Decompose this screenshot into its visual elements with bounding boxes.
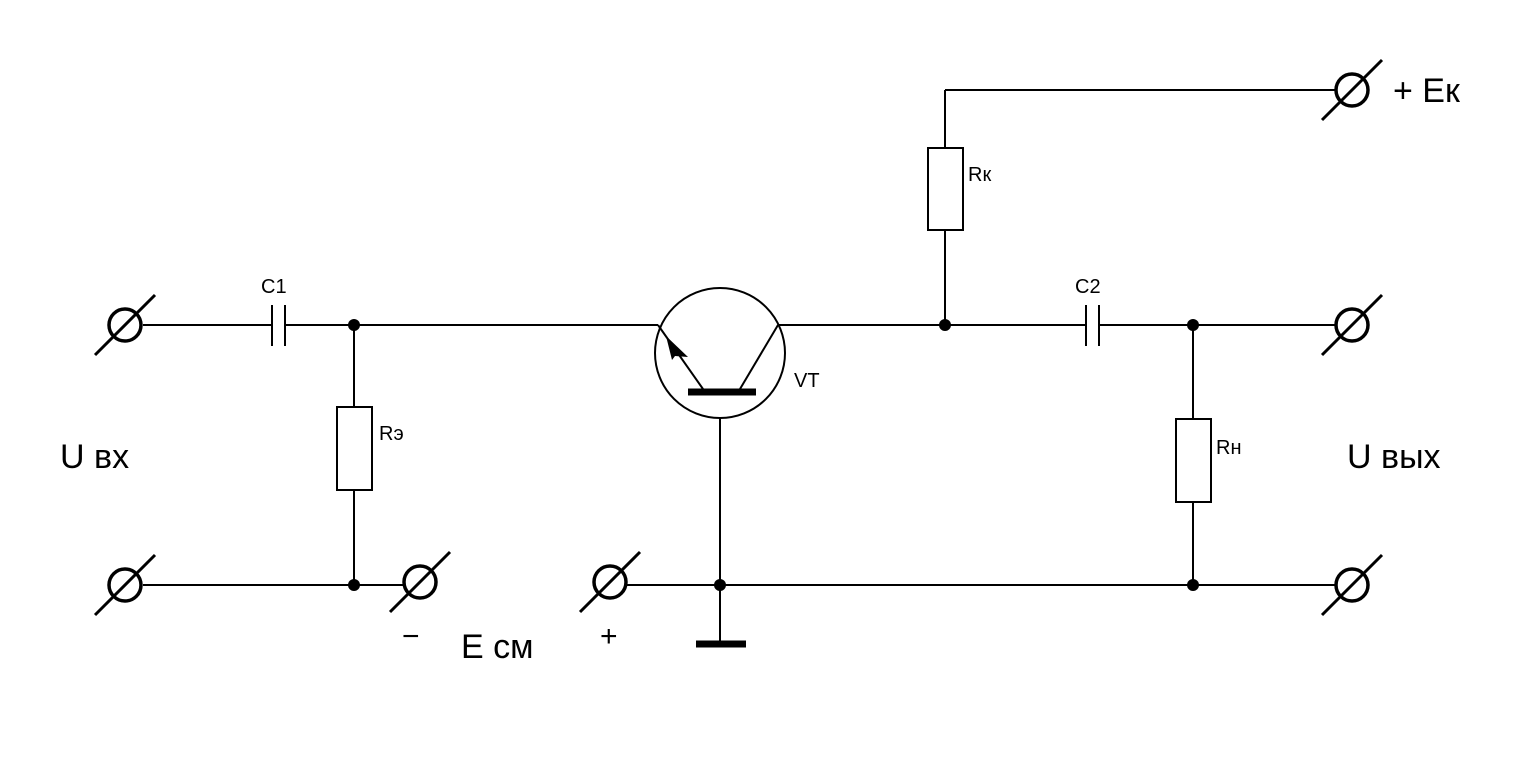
emitter-arrow-icon bbox=[666, 336, 688, 360]
resistor-rk bbox=[927, 147, 964, 231]
label-rk: Rк bbox=[968, 164, 991, 186]
label-bias-plus: + bbox=[600, 620, 618, 653]
terminal-supply bbox=[1320, 58, 1384, 122]
terminal-input-top bbox=[93, 293, 157, 357]
label-u-in: U вх bbox=[60, 438, 129, 476]
terminal-bias-plus bbox=[578, 550, 642, 614]
label-re: Rэ bbox=[379, 423, 404, 445]
terminal-bias-minus bbox=[388, 550, 452, 614]
label-vt: VT bbox=[794, 370, 820, 392]
capacitor-c1 bbox=[271, 305, 286, 346]
capacitor-c2 bbox=[1085, 305, 1100, 346]
label-c2: C2 bbox=[1075, 276, 1101, 298]
label-c1: C1 bbox=[261, 276, 287, 298]
junction-nodes bbox=[348, 319, 1199, 591]
resistor-re bbox=[336, 406, 373, 491]
resistor-rn bbox=[1175, 418, 1212, 503]
label-e-bias: E см bbox=[461, 628, 534, 666]
terminal-output-bottom bbox=[1320, 553, 1384, 617]
transistor-vt bbox=[654, 287, 786, 419]
label-bias-minus: − bbox=[402, 620, 420, 653]
label-e-collector: + Eк bbox=[1393, 72, 1461, 110]
label-u-out: U вых bbox=[1347, 438, 1441, 476]
terminal-output-top bbox=[1320, 293, 1384, 357]
terminal-input-bottom bbox=[93, 553, 157, 617]
wires bbox=[143, 89, 1340, 644]
label-rn: Rн bbox=[1216, 437, 1242, 459]
